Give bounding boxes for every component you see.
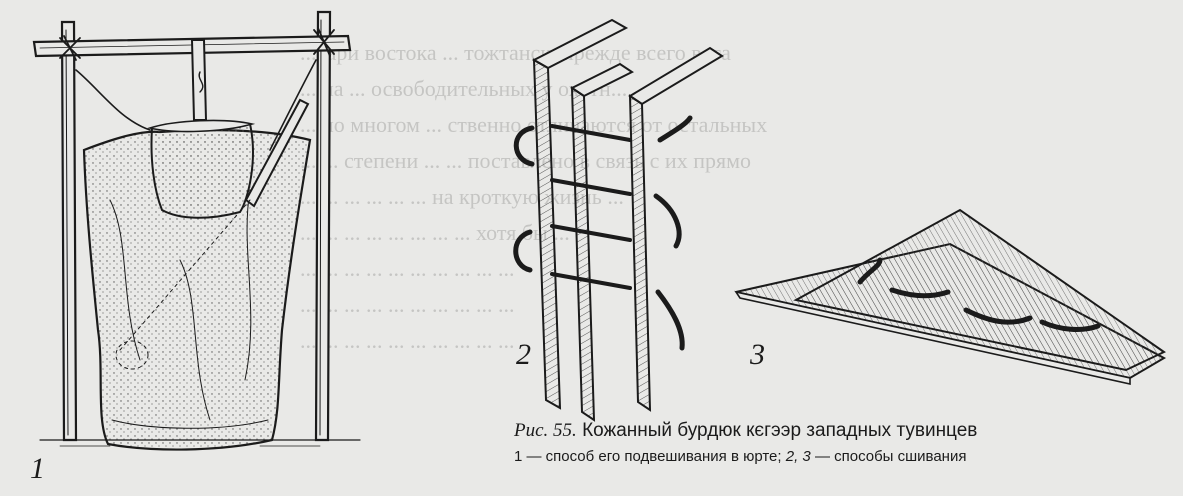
background-bleed-line: ... ... ... ... ... ... на кроткую жизнь…	[300, 184, 624, 209]
subcaption-part-1: 1 — способ его подвешивания в юрте;	[514, 448, 782, 465]
panel-3-stitching	[734, 208, 1167, 385]
figure-label: Рис. 55.	[514, 420, 577, 441]
subcaption-part-2: — способы сшивания	[814, 448, 967, 465]
background-bleed-line: ... ... ... ... ... ... ... ... ... ...	[300, 256, 515, 281]
background-bleed-line: ...вари востока ... тожтанск, прежде все…	[300, 40, 731, 65]
figure-title: Кожанный бурдюк кєгээр западных тувинцев	[582, 420, 978, 441]
background-bleed-line: ... по многом ... ственно отличаются от …	[300, 112, 767, 137]
figure-caption: Рис. 55. Кожанный бурдюк кєгээр западных…	[514, 420, 1114, 465]
background-bleed-line: ... ... ... ... ... ... ... ... ... ...	[300, 292, 515, 317]
panel-1-hanging-bag	[32, 10, 361, 451]
subcaption-panel-numbers: 2, 3	[785, 448, 811, 465]
panel-3-number: 3	[750, 338, 765, 371]
caption-line-1: Рис. 55. Кожанный бурдюк кєгээр западных…	[514, 420, 1114, 442]
panel-1-number: 1	[30, 452, 45, 485]
panel-2-stitching	[513, 18, 724, 422]
background-bleed-line: ... ... ... ... ... ... ... ... ... ...	[300, 328, 515, 353]
caption-line-2: 1 — способ его подвешивания в юрте; 2, 3…	[514, 448, 1114, 465]
panel-2-number: 2	[516, 338, 531, 371]
background-bleed-text: ...вари востока ... тожтанск, прежде все…	[300, 40, 767, 353]
